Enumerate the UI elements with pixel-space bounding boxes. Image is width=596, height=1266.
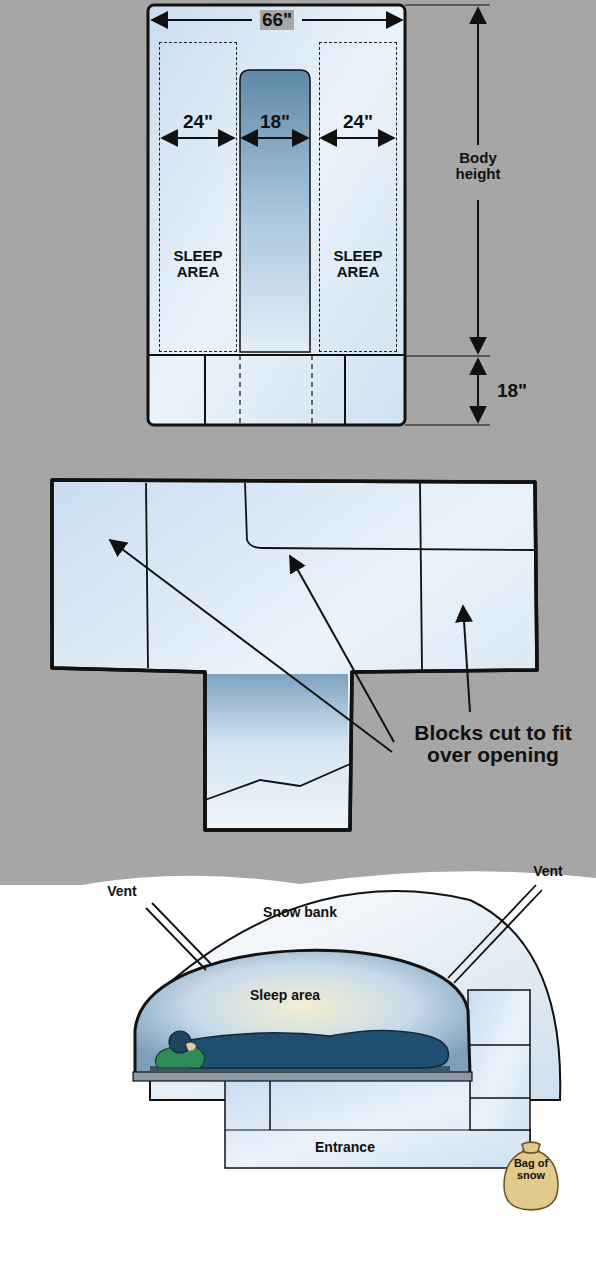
vent-tubes bbox=[146, 885, 542, 983]
dimension-label: 18" bbox=[258, 112, 292, 132]
part-label: Vent bbox=[105, 884, 139, 899]
trench-plan bbox=[148, 5, 405, 425]
part-label: Sleep area bbox=[248, 988, 322, 1003]
dimension-label: 24" bbox=[341, 112, 375, 132]
dimension-label: 18" bbox=[495, 381, 529, 401]
part-label: Snow bank bbox=[261, 905, 339, 920]
bag-label: Bag of snow bbox=[513, 1158, 549, 1212]
bag-tie bbox=[522, 1151, 540, 1153]
snow-cross-section bbox=[133, 891, 560, 1168]
leader-arrows bbox=[110, 540, 470, 752]
snow-bag: Bag of snow bbox=[500, 1140, 562, 1212]
sleep-area-box: SLEEP AREA bbox=[159, 42, 237, 352]
area-label: SLEEP AREA bbox=[323, 248, 393, 351]
sleeping-person bbox=[155, 1030, 448, 1068]
callout-text: Blocks cut to fit over opening bbox=[397, 722, 589, 766]
part-label: Entrance bbox=[313, 1140, 377, 1155]
dimension-label: 24" bbox=[181, 112, 215, 132]
sleep-area-box: SLEEP AREA bbox=[319, 42, 397, 352]
cover-blocks bbox=[52, 480, 537, 830]
dimension-lines bbox=[152, 5, 490, 425]
snow-ground bbox=[0, 871, 596, 1266]
area-label: SLEEP AREA bbox=[163, 248, 233, 351]
gray-ground bbox=[0, 0, 596, 885]
dimension-label: Body height bbox=[448, 150, 508, 182]
dimension-label: 66" bbox=[260, 10, 294, 30]
part-label: Vent bbox=[531, 864, 565, 879]
